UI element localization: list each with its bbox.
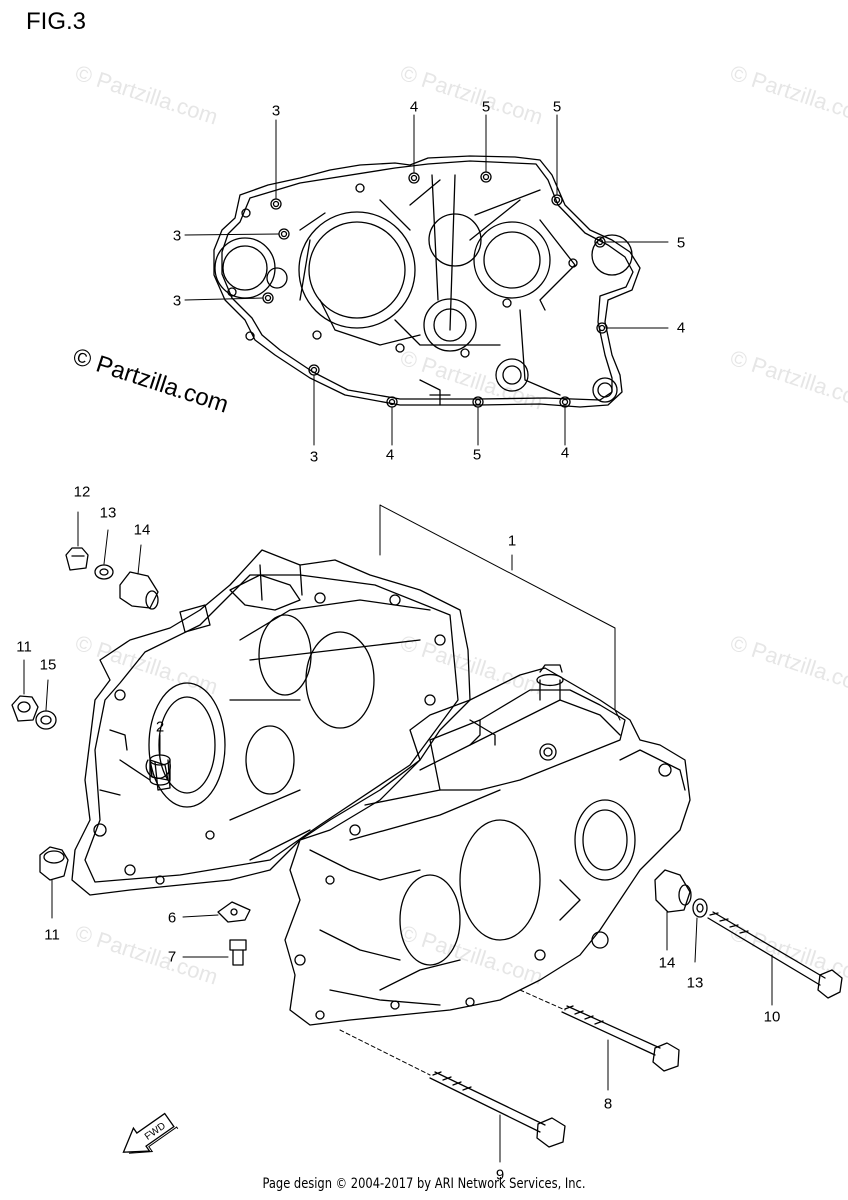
part-14-bushing-b	[654, 869, 692, 951]
leader-part-1	[379, 504, 616, 711]
callout-3: 3	[172, 227, 182, 245]
callout-4: 4	[409, 98, 419, 116]
part-13-washer-b	[692, 898, 708, 963]
callout-5: 5	[481, 98, 491, 116]
callout-2: 2	[155, 718, 165, 736]
part-14-bushing-a	[119, 544, 159, 610]
part-13-washer-a	[94, 529, 114, 580]
callout-8: 8	[603, 1095, 613, 1113]
callout-13: 13	[99, 504, 117, 522]
part-11-nut-a	[11, 659, 39, 722]
callout-14: 14	[133, 521, 151, 539]
part-7-bolt	[182, 939, 247, 966]
dowel-pin	[149, 734, 171, 786]
part-9-bolt	[339, 1029, 566, 1163]
part-12-bolt	[65, 511, 89, 571]
figure-title: FIG.3	[26, 8, 87, 35]
callout-4: 4	[560, 444, 570, 462]
callout-4: 4	[385, 446, 395, 464]
callout-3: 3	[271, 102, 281, 120]
callout-4: 4	[676, 319, 686, 337]
callout-3: 3	[172, 292, 182, 310]
crankcase-left-half	[71, 549, 471, 896]
part-15-washer	[35, 679, 57, 730]
footer-copyright: Page design © 2004-2017 by ARI Network S…	[262, 1176, 586, 1192]
callout-5: 5	[552, 98, 562, 116]
callout-13: 13	[686, 974, 704, 992]
crankcase-right-half	[284, 664, 691, 1026]
callout-3: 3	[309, 448, 319, 466]
part-6-clamp	[182, 901, 251, 923]
callout-1: 1	[507, 532, 517, 550]
crankcase-flange-view	[213, 155, 641, 408]
callout-6: 6	[167, 909, 177, 927]
leader-lines-top	[184, 114, 669, 446]
callout-12: 12	[73, 483, 91, 501]
callout-5: 5	[676, 234, 686, 252]
part-11-nut-b	[39, 846, 69, 919]
callout-11: 11	[44, 926, 60, 944]
callout-5: 5	[472, 446, 482, 464]
part-10-bolt	[707, 911, 843, 1006]
callout-14: 14	[658, 954, 676, 972]
callout-15: 15	[39, 656, 57, 674]
callout-9: 9	[495, 1166, 505, 1184]
callout-11: 11	[16, 638, 32, 656]
fwd-arrow-icon: FWD	[122, 1112, 179, 1154]
part-8-bolt	[519, 989, 680, 1091]
callout-10: 10	[763, 1008, 781, 1026]
callout-7: 7	[167, 948, 177, 966]
